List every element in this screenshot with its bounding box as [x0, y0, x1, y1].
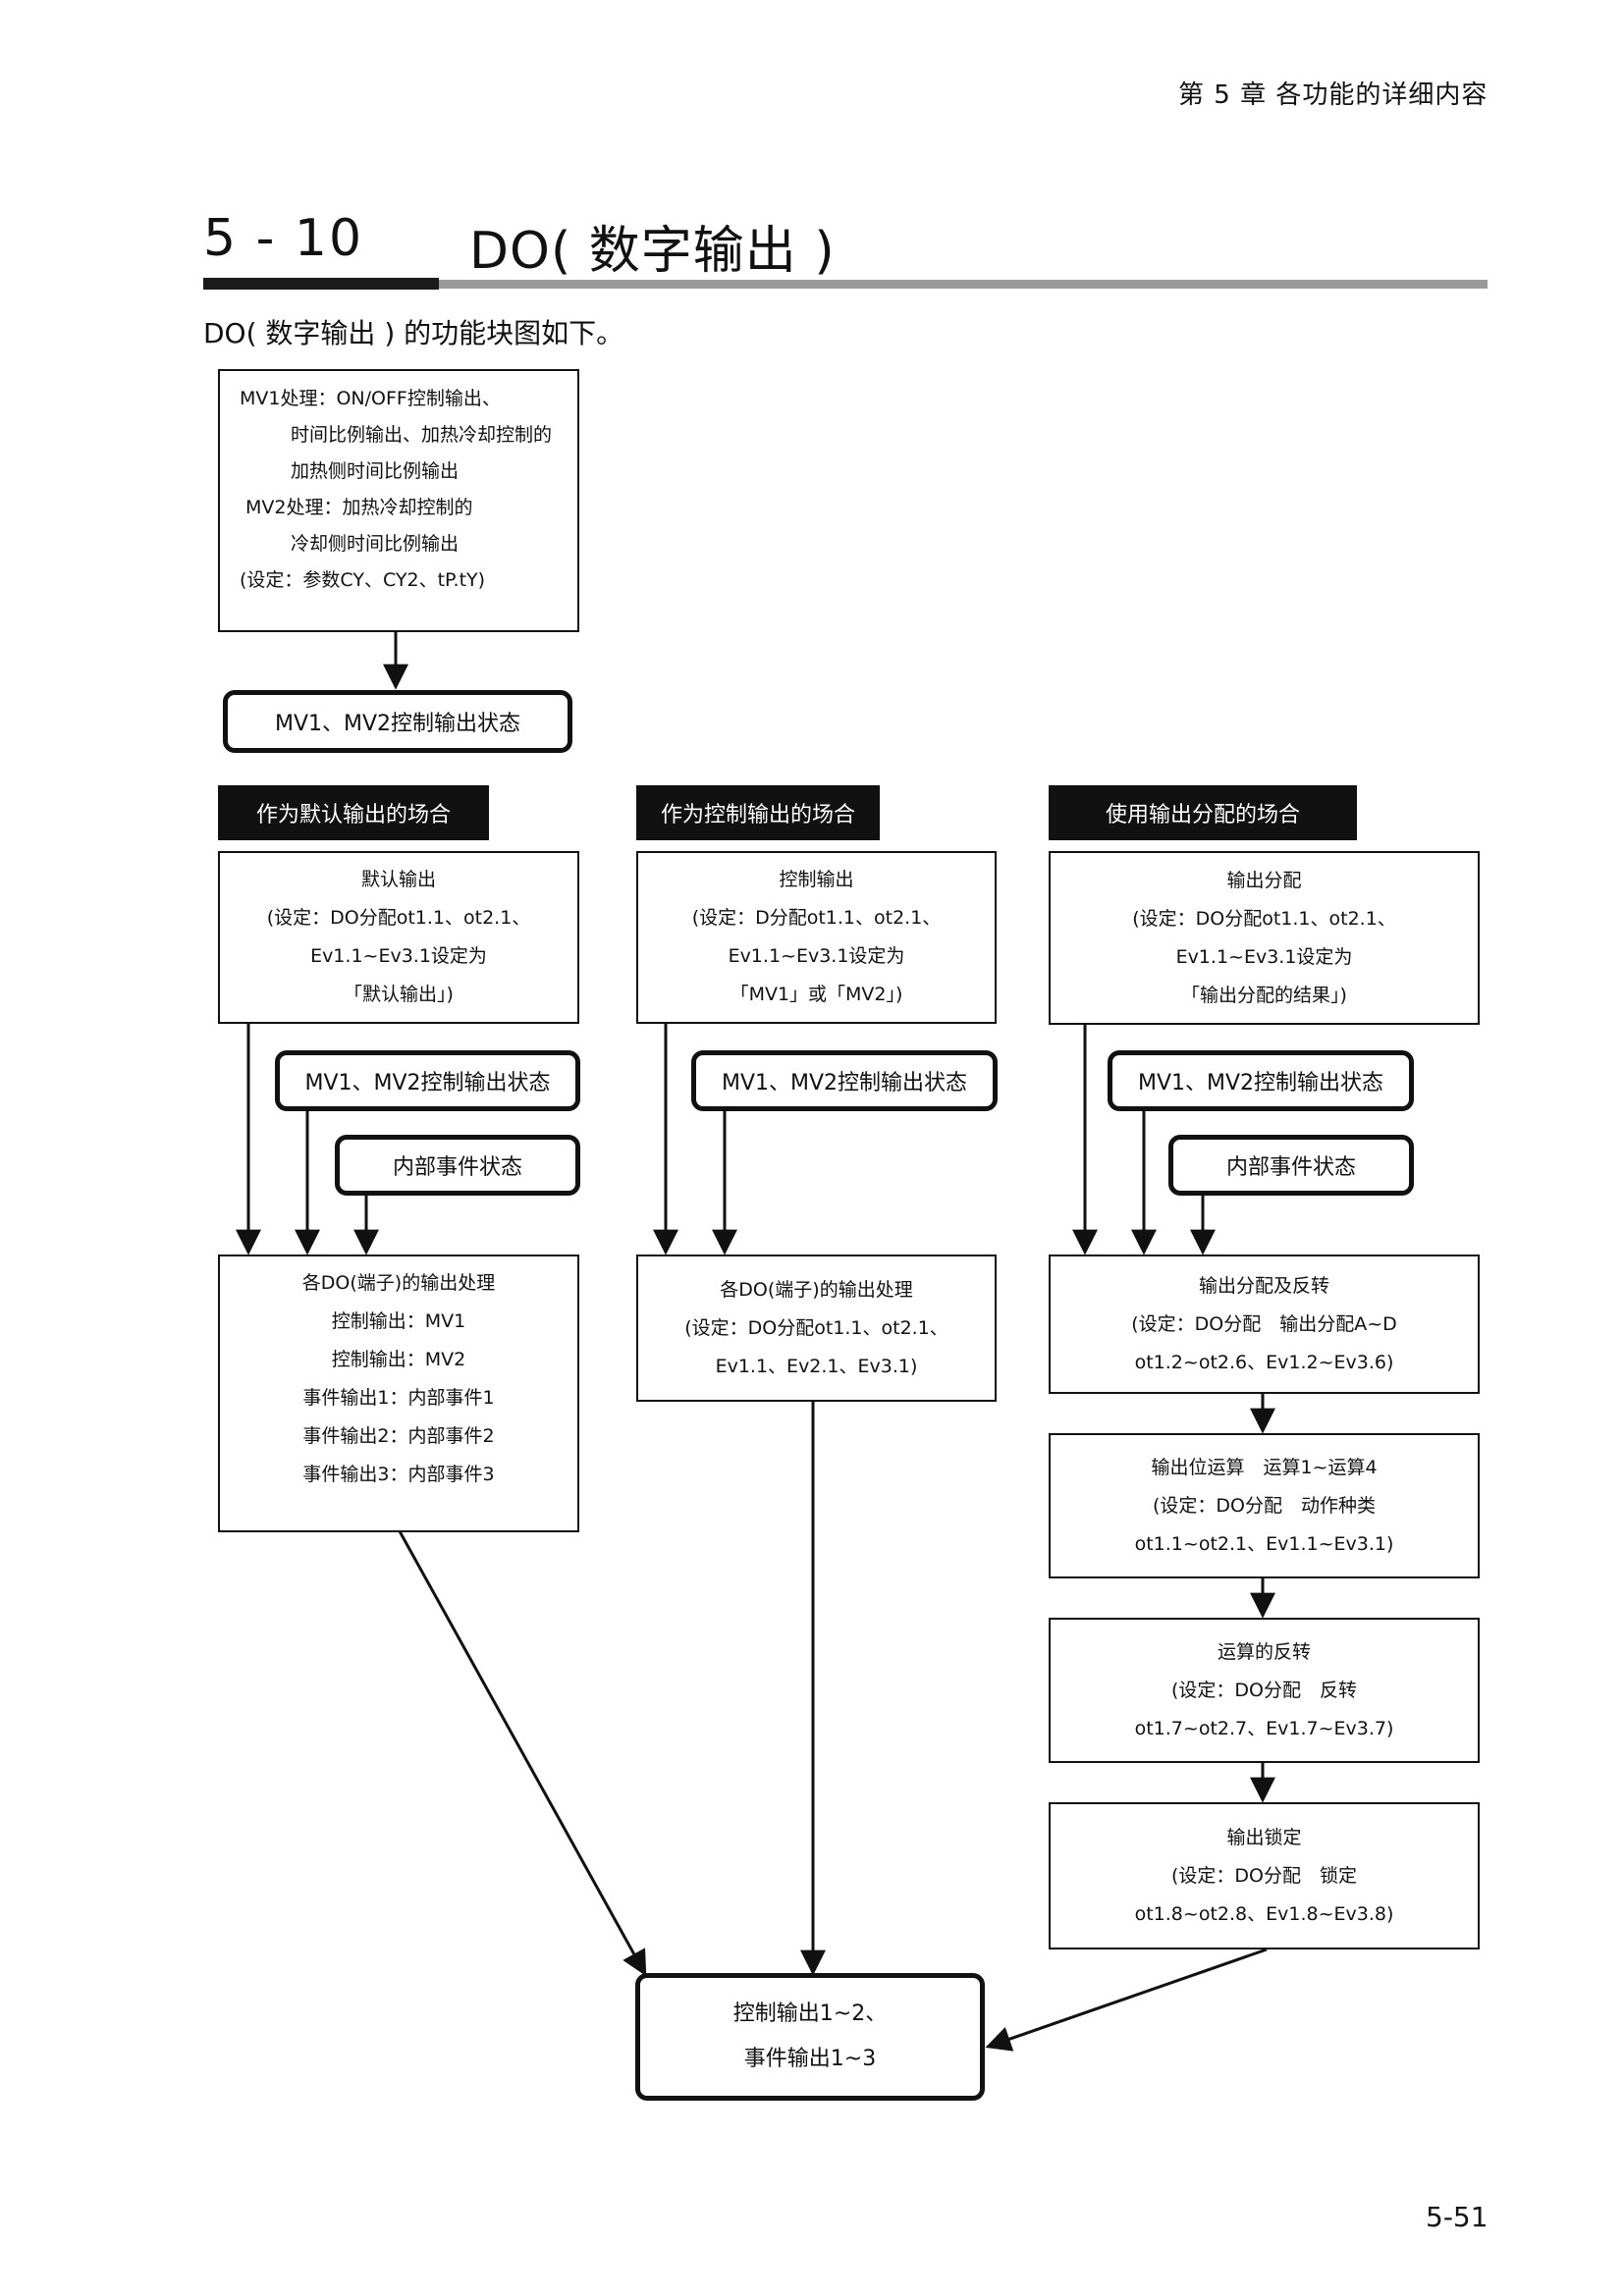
title-rule-light	[439, 280, 1488, 289]
mv-line: MV2处理：加热冷却控制的	[245, 497, 473, 518]
output-process-box-control: 各DO(端子)的输出处理 (设定：DO分配ot1.1、ot2.1、 Ev1.1、…	[636, 1255, 997, 1402]
box-line: 输出位运算 运算1~运算4	[1151, 1456, 1378, 1478]
box-line: 「MV1」或「MV2」)	[730, 984, 903, 1005]
box-line: 「默认输出」)	[344, 984, 454, 1005]
box-line: 控制输出：MV1	[331, 1310, 466, 1332]
section-number: 5 - 10	[203, 209, 364, 268]
mv-line: (设定：参数CY、CY2、tP.tY)	[240, 569, 486, 591]
box-line: (设定：DO分配 动作种类	[1153, 1494, 1376, 1517]
box-line: 各DO(端子)的输出处理	[720, 1278, 913, 1301]
column-header-control: 作为控制输出的场合	[636, 785, 880, 840]
internal-event-state-default: 内部事件状态	[335, 1135, 580, 1196]
operation-invert-box: 运算的反转 (设定：DO分配 反转 ot1.7~ot2.7、Ev1.7~Ev3.…	[1049, 1618, 1480, 1763]
box-line: Ev1.1、Ev2.1、Ev3.1)	[715, 1355, 918, 1377]
mv-line: MV1处理：ON/OFF控制输出、	[240, 388, 501, 409]
setting-box-control: 控制输出 (设定：D分配ot1.1、ot2.1、 Ev1.1~Ev3.1设定为 …	[636, 851, 997, 1024]
box-line: (设定：DO分配ot1.1、ot2.1、	[266, 907, 531, 929]
box-line: ot1.8~ot2.8、Ev1.8~Ev3.8)	[1134, 1902, 1394, 1925]
box-line: (设定：DO分配 锁定	[1171, 1864, 1357, 1887]
box-line: 事件输出3：内部事件3	[302, 1464, 495, 1485]
chapter-header: 第 5 章 各功能的详细内容	[1178, 80, 1489, 110]
box-line: Ev1.1~Ev3.1设定为	[310, 945, 487, 967]
output-assign-invert-box: 输出分配及反转 (设定：DO分配 输出分配A~D ot1.2~ot2.6、Ev1…	[1049, 1255, 1480, 1394]
box-line: (设定：D分配ot1.1、ot2.1、	[691, 907, 942, 929]
box-line: 输出分配及反转	[1198, 1274, 1329, 1297]
mv-output-state-top: MV1、MV2控制输出状态	[223, 690, 572, 753]
box-line: (设定：DO分配ot1.1、ot2.1、	[684, 1316, 948, 1339]
box-line: 运算的反转	[1217, 1640, 1311, 1663]
mv-processing-box: MV1处理：ON/OFF控制输出、 时间比例输出、加热冷却控制的 加热侧时间比例…	[218, 369, 579, 632]
box-line: ot1.7~ot2.7、Ev1.7~Ev3.7)	[1134, 1717, 1394, 1739]
mv-output-state-default: MV1、MV2控制输出状态	[275, 1050, 580, 1111]
final-output-box: 控制输出1~2、 事件输出1~3	[635, 1973, 985, 2101]
box-line: (设定：DO分配 反转	[1171, 1679, 1357, 1701]
title-rule-dark	[203, 278, 439, 290]
box-line: 控制输出	[779, 869, 854, 890]
setting-box-default: 默认输出 (设定：DO分配ot1.1、ot2.1、 Ev1.1~Ev3.1设定为…	[218, 851, 579, 1024]
mv-output-state-control: MV1、MV2控制输出状态	[691, 1050, 998, 1111]
mv-line: 加热侧时间比例输出	[291, 460, 460, 482]
box-line: 「输出分配的结果」)	[1181, 984, 1347, 1006]
box-line: 各DO(端子)的输出处理	[301, 1272, 496, 1294]
column-header-default: 作为默认输出的场合	[218, 785, 489, 840]
mv-line: 冷却侧时间比例输出	[291, 533, 460, 555]
mv-output-state-assign: MV1、MV2控制输出状态	[1108, 1050, 1414, 1111]
internal-event-state-assign: 内部事件状态	[1168, 1135, 1414, 1196]
box-line: 事件输出1：内部事件1	[302, 1387, 495, 1409]
box-line: 控制输出：MV2	[331, 1349, 466, 1370]
box-line: ot1.1~ot2.1、Ev1.1~Ev3.1)	[1134, 1532, 1394, 1555]
page-number: 5-51	[1426, 2201, 1489, 2233]
box-line: 事件输出2：内部事件2	[302, 1425, 495, 1447]
box-line: ot1.2~ot2.6、Ev1.2~Ev3.6)	[1134, 1351, 1394, 1373]
box-line: 输出锁定	[1226, 1826, 1302, 1848]
output-latch-box: 输出锁定 (设定：DO分配 锁定 ot1.8~ot2.8、Ev1.8~Ev3.8…	[1049, 1802, 1480, 1949]
section-title: DO( 数字输出 )	[469, 222, 836, 281]
column-header-assign: 使用输出分配的场合	[1049, 785, 1357, 840]
box-line: (设定：DO分配ot1.1、ot2.1、	[1132, 907, 1396, 930]
box-line: Ev1.1~Ev3.1设定为	[728, 945, 905, 967]
box-line: 输出分配	[1226, 869, 1302, 891]
intro-text: DO( 数字输出 ) 的功能块图如下。	[203, 317, 624, 349]
box-line: Ev1.1~Ev3.1设定为	[1175, 945, 1353, 968]
box-line: 默认输出	[360, 869, 436, 890]
final-line: 事件输出1~3	[743, 2047, 877, 2071]
final-line: 控制输出1~2、	[732, 2002, 888, 2026]
output-process-box-default: 各DO(端子)的输出处理 控制输出：MV1 控制输出：MV2 事件输出1：内部事…	[218, 1255, 579, 1532]
mv-line: 时间比例输出、加热冷却控制的	[291, 424, 553, 446]
bit-operation-box: 输出位运算 运算1~运算4 (设定：DO分配 动作种类 ot1.1~ot2.1、…	[1049, 1433, 1480, 1578]
box-line: (设定：DO分配 输出分配A~D	[1131, 1312, 1397, 1335]
setting-box-assign: 输出分配 (设定：DO分配ot1.1、ot2.1、 Ev1.1~Ev3.1设定为…	[1049, 851, 1480, 1025]
